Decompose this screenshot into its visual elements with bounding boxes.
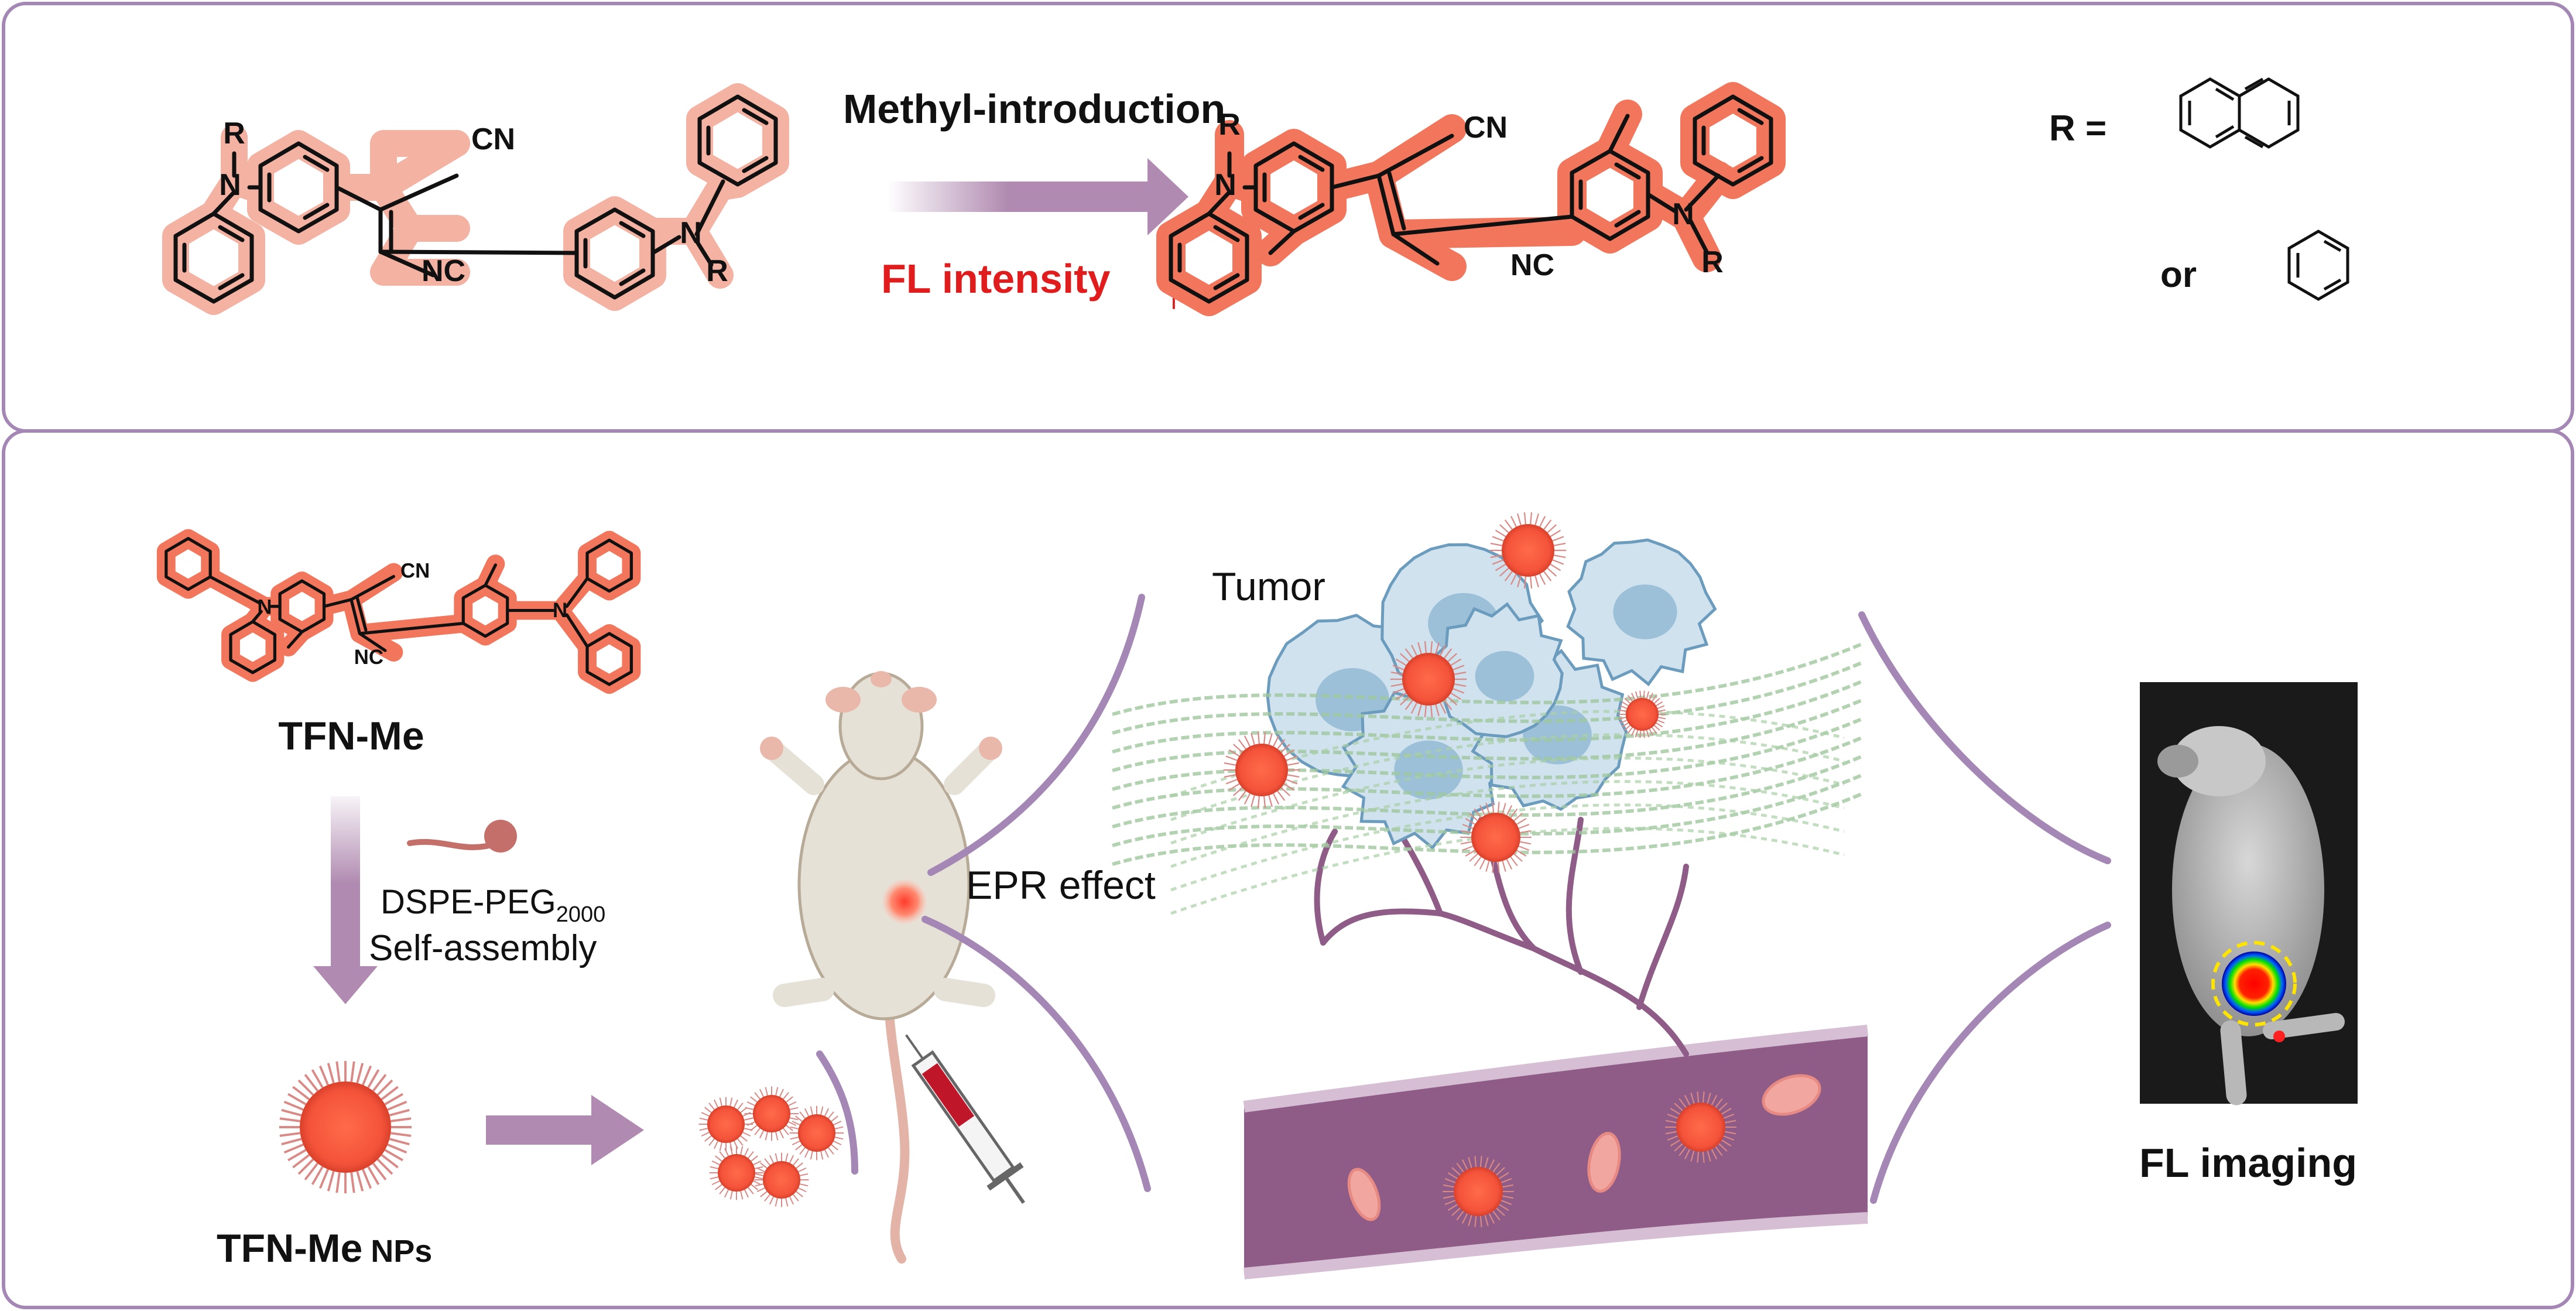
collagen-fiber bbox=[1112, 773, 1863, 847]
collagen-fiber bbox=[1112, 717, 1863, 791]
n-atom-left-product: N bbox=[1214, 168, 1236, 202]
r-atom-right-product: R bbox=[1701, 245, 1724, 279]
zoom-lens-lines bbox=[816, 594, 2111, 1204]
cell-nucleus bbox=[1394, 740, 1463, 800]
nc-label-bottom: NC bbox=[422, 254, 465, 288]
self-assembly-arrow bbox=[313, 796, 378, 1004]
nanoparticle-icon bbox=[279, 1060, 412, 1194]
blood-vessel-icon bbox=[1243, 1025, 1869, 1279]
injection-arrow bbox=[486, 1095, 644, 1165]
tfn-me-n-left: N bbox=[257, 595, 272, 618]
tfn-me-nc: NC bbox=[354, 646, 383, 669]
cell-nucleus bbox=[1475, 651, 1534, 702]
n-atom-right-product: N bbox=[1672, 197, 1694, 231]
fl-image-icon bbox=[2140, 682, 2358, 1105]
syringe-icon bbox=[905, 1034, 1025, 1204]
collagen-fiber bbox=[1112, 736, 1863, 810]
nanoparticle bbox=[1390, 641, 1467, 718]
mouse-icon bbox=[760, 671, 1002, 1264]
tfn-me-n-right: N bbox=[553, 599, 567, 622]
np-cluster bbox=[698, 1086, 844, 1207]
cn-label-top-product: CN bbox=[1464, 111, 1508, 145]
collagen-fiber bbox=[1112, 661, 1863, 735]
tumor-label: Tumor bbox=[1212, 564, 1325, 609]
collagen-fiber bbox=[1170, 827, 1845, 915]
nanoparticle bbox=[754, 1152, 809, 1207]
red-blood-cell-icon bbox=[1587, 1132, 1621, 1193]
naphthalene-icon bbox=[2179, 77, 2300, 149]
or-label: or bbox=[2160, 255, 2197, 295]
reaction-arrow bbox=[887, 158, 1188, 235]
tfn-me-structure: N CN NC N bbox=[156, 529, 641, 694]
nanoparticle bbox=[1443, 1156, 1514, 1227]
r-equals-label: R = bbox=[2049, 108, 2106, 149]
tfn-me-label: TFN-Me bbox=[278, 714, 424, 758]
cn-label-top: CN bbox=[471, 122, 515, 156]
cell-nucleus bbox=[1613, 584, 1677, 639]
nanoparticle bbox=[279, 1060, 412, 1194]
bottom-panel-frame bbox=[2, 429, 2574, 1309]
dspe-peg-icon bbox=[407, 820, 517, 853]
nanoparticle bbox=[709, 1145, 764, 1200]
benzene-icon bbox=[2287, 230, 2349, 301]
tfn-me-cn: CN bbox=[400, 559, 430, 582]
epr-effect-label: EPR effect bbox=[966, 863, 1156, 908]
product-structure: N R CN NC N R bbox=[1156, 82, 1786, 316]
r-atom-left-product: R bbox=[1218, 108, 1241, 142]
reactant-structure: N R CN NC N R bbox=[162, 83, 789, 315]
nanoparticle bbox=[1665, 1091, 1736, 1163]
n-atom-left: N bbox=[219, 168, 241, 202]
nanoparticle bbox=[1618, 690, 1666, 738]
r-group-definition: R = or bbox=[2049, 77, 2349, 301]
fl-imaging-label: FL imaging bbox=[2139, 1140, 2357, 1186]
r-atom-left: R bbox=[223, 117, 245, 150]
collagen-fiber bbox=[1170, 757, 1845, 845]
nanoparticle bbox=[698, 1097, 753, 1152]
self-assembly-label: Self-assembly bbox=[369, 928, 597, 968]
collagen-fiber bbox=[1112, 699, 1863, 772]
fl-intensity-label: FL intensity bbox=[881, 256, 1111, 302]
collagen-fiber bbox=[1170, 803, 1845, 892]
nanoparticle bbox=[1489, 512, 1567, 589]
collagen-fiber bbox=[1170, 780, 1845, 868]
nanoparticle bbox=[789, 1105, 844, 1161]
tumor-cells bbox=[1112, 512, 1863, 915]
nc-label-bottom-product: NC bbox=[1510, 248, 1554, 282]
nanoparticle bbox=[744, 1086, 799, 1141]
red-blood-cell-icon bbox=[1762, 1074, 1821, 1116]
dspe-peg-label: DSPE-PEG2000 bbox=[381, 883, 605, 927]
collagen-fiber bbox=[1112, 792, 1863, 866]
nanoparticle bbox=[1460, 802, 1532, 873]
r-atom-right: R bbox=[706, 254, 728, 288]
collagen-fiber bbox=[1112, 642, 1863, 716]
nanoparticle bbox=[1223, 731, 1300, 809]
n-atom-right: N bbox=[680, 216, 702, 250]
methyl-introduction-label: Methyl-introduction bbox=[843, 86, 1225, 132]
collagen-fiber bbox=[1112, 755, 1863, 829]
collagen-fiber bbox=[1112, 680, 1863, 754]
red-blood-cell-icon bbox=[1347, 1168, 1381, 1221]
